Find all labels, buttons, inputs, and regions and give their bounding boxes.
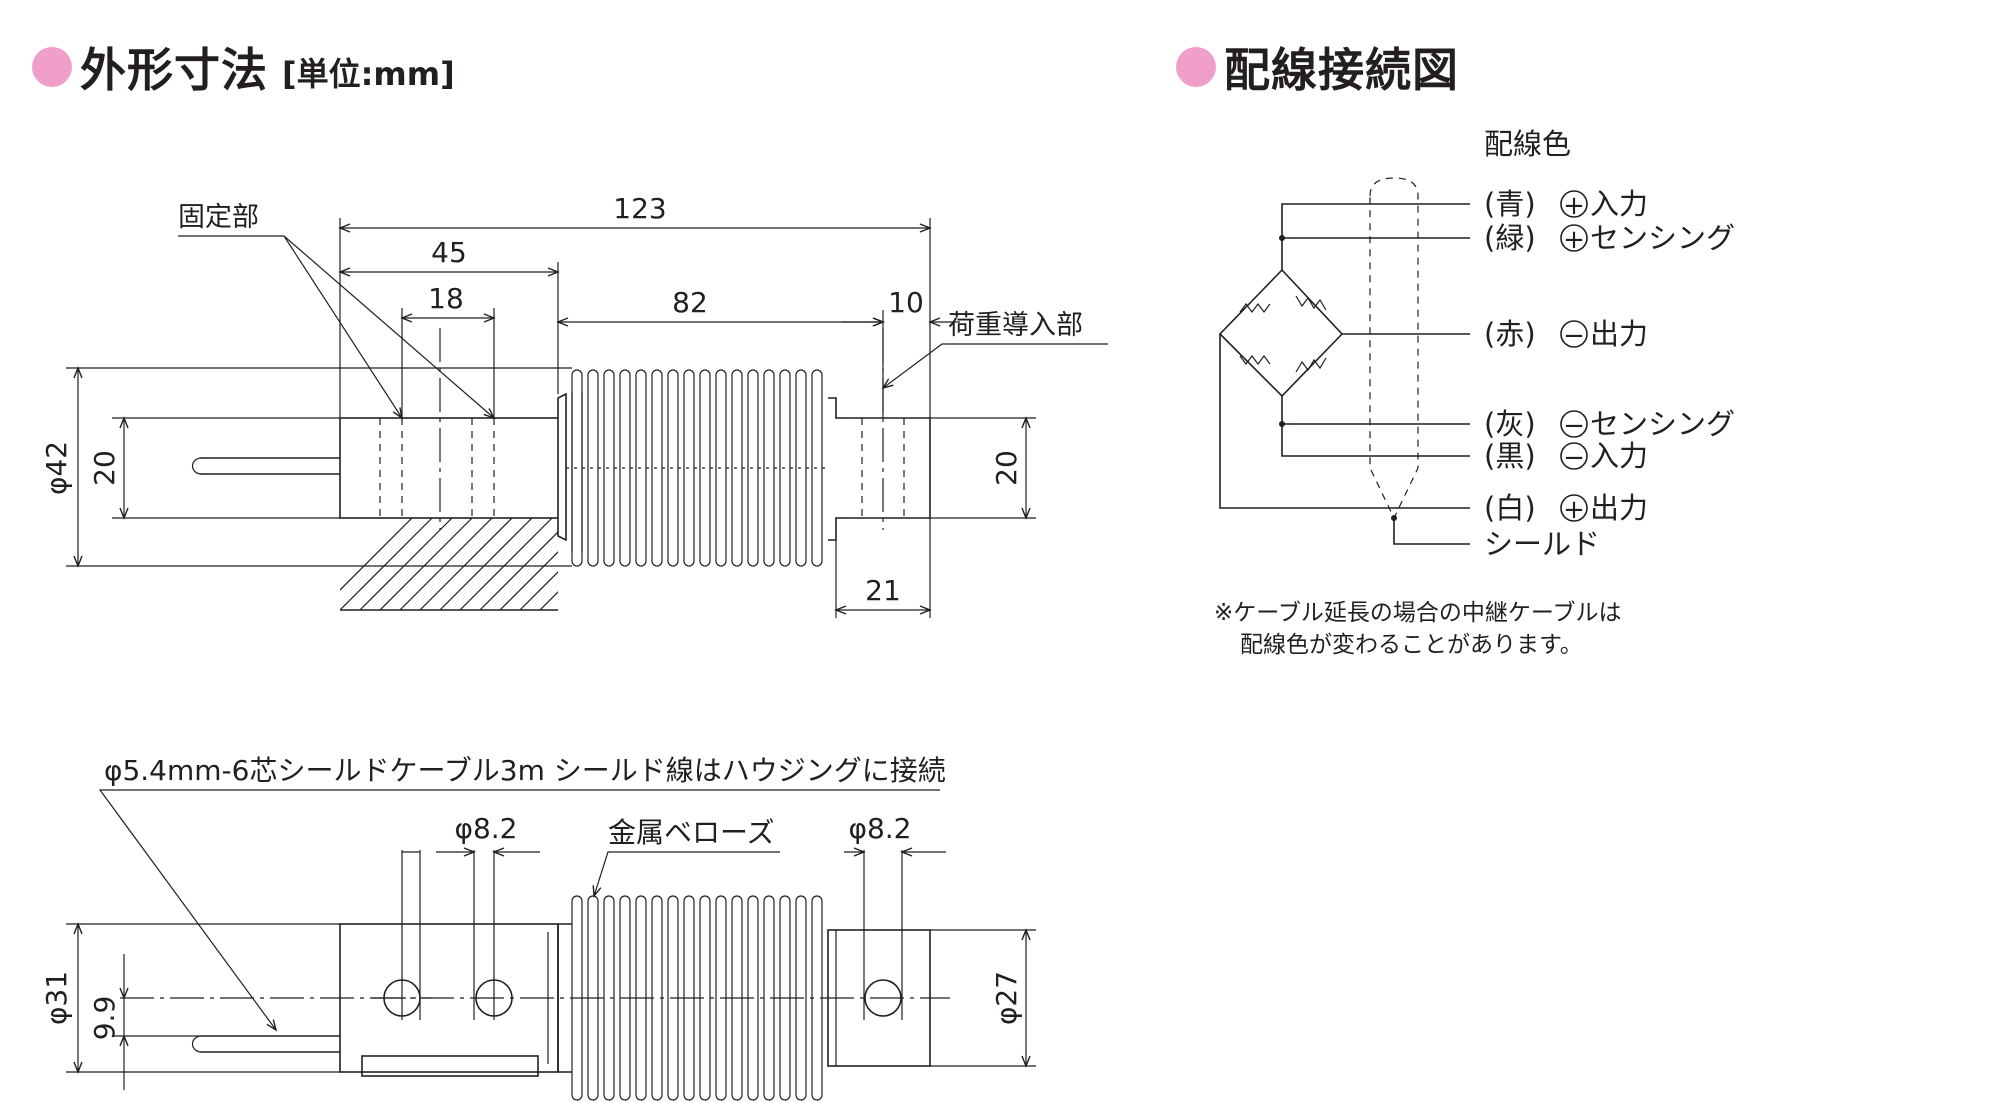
- wire-color: (青): [1484, 187, 1536, 221]
- wire-white: (白) + 出力: [1484, 491, 1648, 525]
- minus-circle-icon: [1560, 320, 1588, 348]
- dim-20-right: 20: [990, 450, 1023, 486]
- minus-circle-icon: [1560, 442, 1588, 470]
- wire-sign: +: [1563, 191, 1585, 221]
- dim-45: 45: [431, 236, 467, 269]
- dim-phi27: φ27: [990, 971, 1023, 1025]
- minus-circle-icon: [1560, 410, 1588, 438]
- dim-21: 21: [865, 574, 901, 607]
- wire-label: 出力: [1590, 491, 1648, 525]
- wire-label: 入力: [1590, 187, 1648, 221]
- bellows-top: [566, 369, 828, 567]
- wire-sign: +: [1563, 495, 1585, 525]
- wiring-note-1: ※ケーブル延長の場合の中継ケーブルは: [1214, 600, 1622, 626]
- dimensions-unit: [単位:mm]: [282, 55, 455, 93]
- wire-color: (赤): [1484, 317, 1536, 351]
- heading-dot-icon: [32, 47, 72, 87]
- wiring-diagram: 配線色 (青) + 入力 (緑) + センシング: [1214, 127, 1735, 658]
- dimensions-title: 外形寸法: [80, 43, 268, 97]
- label-bellows: 金属ベローズ: [608, 816, 775, 849]
- label-cable: φ5.4mm-6芯シールドケーブル3m シールド線はハウジングに接続: [104, 754, 946, 787]
- plus-circle-icon: [1560, 494, 1588, 522]
- wire-color: (白): [1484, 491, 1536, 525]
- dim-phi42: φ42: [40, 441, 73, 495]
- wire-label: 出力: [1590, 317, 1648, 351]
- plus-circle-icon: [1560, 190, 1588, 218]
- dim-82: 82: [672, 286, 708, 319]
- wire-sign: −: [1563, 321, 1585, 351]
- wire-label: 入力: [1590, 439, 1648, 473]
- wire-sign: +: [1563, 225, 1585, 255]
- wire-blue: (青) + 入力: [1484, 187, 1648, 221]
- dim-phi82-right: φ8.2: [849, 812, 912, 845]
- wire-sign: −: [1563, 443, 1585, 473]
- dim-20-left: 20: [88, 450, 121, 486]
- wire-color: (緑): [1484, 221, 1536, 255]
- top-view: 123 45 18 82 10 21 固定部 荷重導入部 φ42 20 20: [40, 192, 1108, 618]
- shield-label: シールド: [1484, 527, 1600, 561]
- wire-sign: −: [1563, 411, 1585, 441]
- dim-18: 18: [428, 282, 464, 315]
- wire-red: (赤) − 出力: [1484, 317, 1648, 351]
- wiring-color-header: 配線色: [1484, 127, 1571, 161]
- wire-label: センシング: [1590, 221, 1735, 255]
- dim-9-9: 9.9: [88, 996, 121, 1041]
- wiring-heading: 配線接続図: [1176, 34, 1459, 100]
- wiring-title: 配線接続図: [1224, 43, 1459, 97]
- dim-phi31: φ31: [40, 971, 73, 1025]
- dimensions-heading: 外形寸法 [単位:mm]: [32, 34, 455, 100]
- dim-phi82-left: φ8.2: [455, 812, 518, 845]
- wire-black: (黒) − 入力: [1484, 439, 1648, 473]
- wire-green: (緑) + センシング: [1484, 221, 1735, 255]
- hatch-area: [340, 518, 558, 610]
- wire-gray: (灰) − センシング: [1484, 407, 1735, 441]
- heading-dot-icon: [1176, 47, 1216, 87]
- wire-color: (黒): [1484, 439, 1536, 473]
- plus-circle-icon: [1560, 224, 1588, 252]
- dim-10: 10: [888, 286, 924, 319]
- wire-label: センシング: [1590, 407, 1735, 441]
- side-view: φ5.4mm-6芯シールドケーブル3m シールド線はハウジングに接続 金属ベロー…: [40, 754, 1036, 1101]
- label-fixed-part: 固定部: [178, 202, 259, 233]
- wire-color: (灰): [1484, 407, 1536, 441]
- dim-123: 123: [613, 192, 666, 225]
- wiring-note-2: 配線色が変わることがあります。: [1240, 632, 1583, 658]
- label-load-part: 荷重導入部: [948, 310, 1083, 341]
